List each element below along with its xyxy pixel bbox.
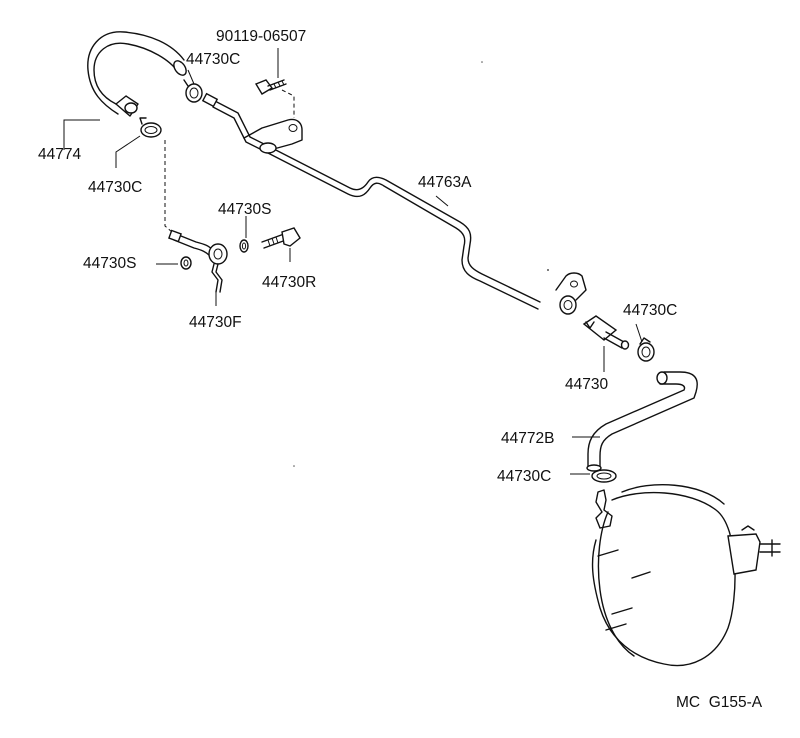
hose-clamp-top [183, 79, 203, 103]
gasket-44730S-right [239, 239, 249, 253]
leader-lines [63, 48, 643, 475]
pipe-bracket-lower [555, 272, 587, 315]
callout-hose-44772B: 44772B [501, 430, 554, 447]
gasket-44730S-left [180, 256, 192, 270]
vacuum-hose-44774 [87, 31, 187, 117]
callout-clamp-top: 44730C [186, 51, 240, 68]
callout-union-bolt: 44730R [262, 274, 316, 291]
callout-gasket-left: 44730S [83, 255, 136, 272]
vacuum-pipe-44763A [201, 92, 541, 310]
diagram-code: MC G155-A [676, 694, 763, 711]
bolt-90119-06507 [254, 79, 287, 95]
callout-gasket-right: 44730S [218, 201, 271, 218]
callout-check-valve: 44730 [565, 376, 608, 393]
callout-hose-44774: 44774 [38, 146, 81, 163]
hose-clamp-right [637, 337, 655, 362]
callout-pipe-44763A: 44763A [418, 174, 472, 191]
union-fitting-44730F [168, 229, 228, 293]
dashed-assembly-guides [164, 89, 295, 233]
callout-clamp-right: 44730C [623, 302, 677, 319]
pipe-bracket-upper [243, 118, 303, 154]
vacuum-hose-44772B [586, 371, 698, 472]
brake-booster [591, 484, 781, 667]
callout-clamp-left: 44730C [88, 179, 142, 196]
callout-union-fitting: 44730F [189, 314, 242, 331]
hose-clamp-left [139, 117, 162, 138]
callout-clamp-lower: 44730C [497, 468, 551, 485]
check-valve-44730 [582, 315, 630, 350]
print-specks [293, 61, 549, 467]
hose-clamp-lower [591, 469, 617, 483]
callout-bolt-90119-06507: 90119-06507 [216, 28, 306, 45]
union-bolt-44730R [261, 227, 301, 249]
